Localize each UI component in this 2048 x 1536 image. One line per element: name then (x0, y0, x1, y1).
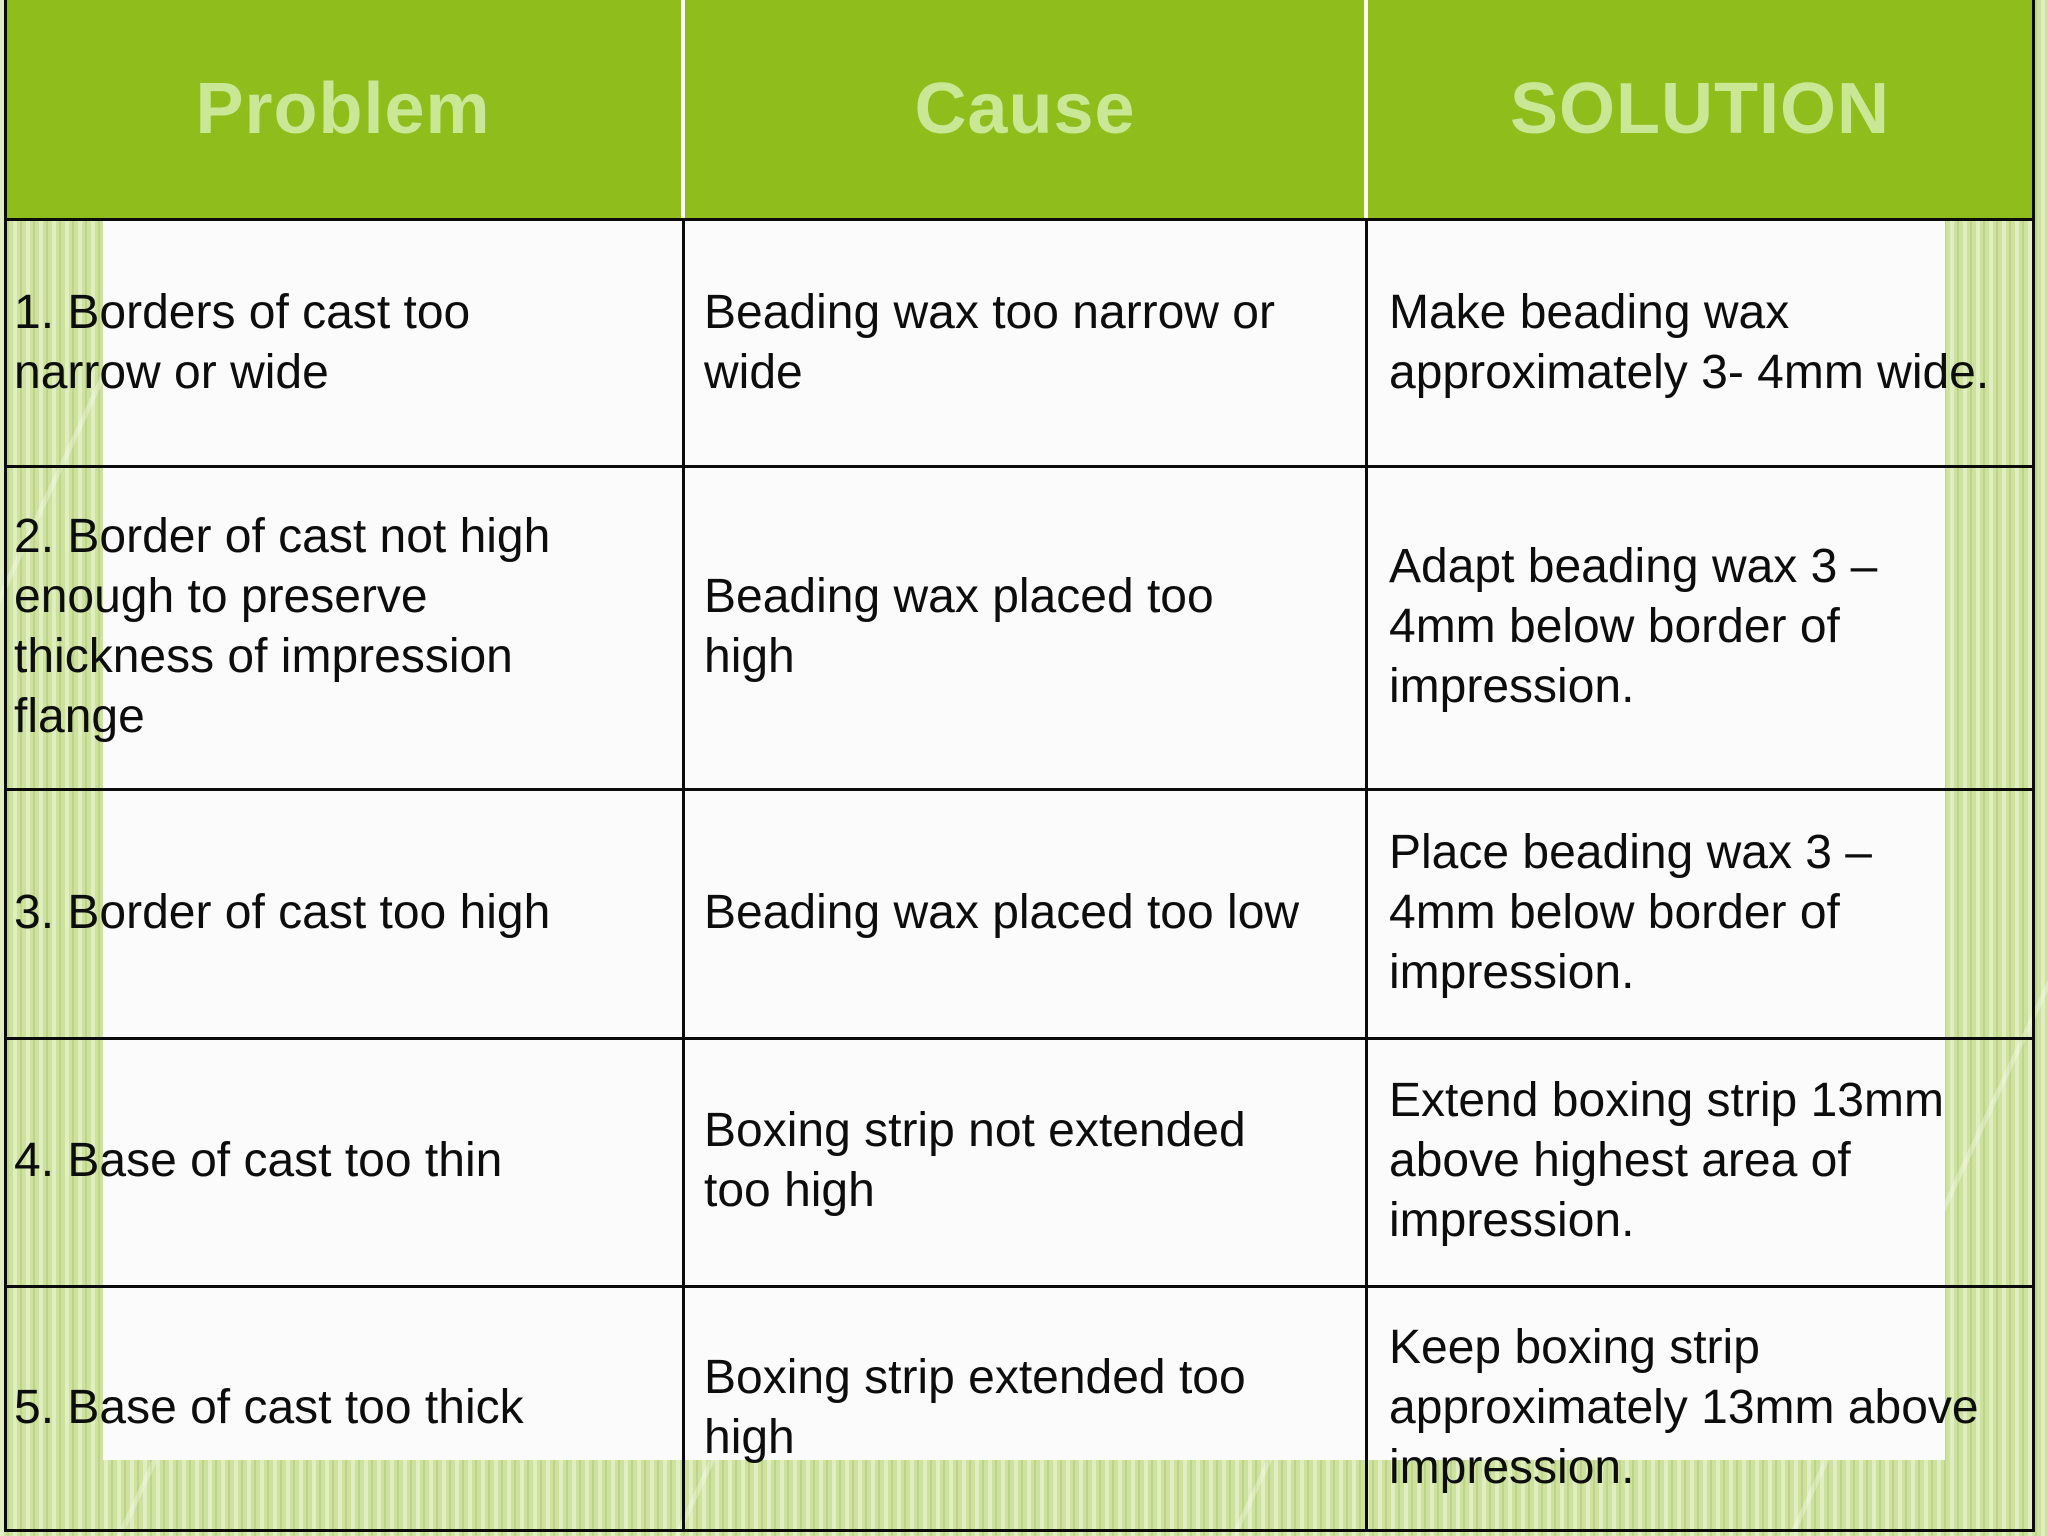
cell-problem-5: 5. Base of cast too thick (14, 1381, 524, 1434)
cell-solution-1: Make beading wax approximately 3- 4mm wi… (1389, 286, 1990, 399)
cell-solution-4: Extend boxing strip 13mm above highest a… (1389, 1074, 1944, 1247)
table-border-line (4, 0, 7, 1532)
table-border-line (682, 218, 685, 1532)
cell-cause-5: Boxing strip extended too high (704, 1351, 1246, 1464)
table-border-line (1365, 218, 1368, 1532)
cell-cause-2: Beading wax placed too high (704, 569, 1214, 683)
table-body-background (103, 221, 1945, 1460)
table-border-line (4, 1529, 2035, 1532)
table-header-bar (4, 0, 2035, 218)
column-header-solution: SOLUTION (1510, 69, 1890, 149)
cell-problem-4: 4. Base of cast too thin (14, 1134, 503, 1187)
cell-cause-1: Beading wax too narrow or wide (704, 286, 1275, 399)
cell-problem-3: 3. Border of cast too high (14, 885, 551, 939)
table-border-line (4, 788, 2035, 791)
table-border-line (4, 1037, 2035, 1040)
cell-cause-3: Beading wax placed too low (704, 885, 1300, 939)
cell-solution-5: Keep boxing strip approximately 13mm abo… (1389, 1321, 1979, 1494)
column-header-problem: Problem (195, 69, 491, 149)
table-border-line (4, 218, 2035, 221)
header-column-separator (681, 0, 685, 218)
cell-solution-3: Place beading wax 3 – 4mm below border o… (1389, 825, 1872, 999)
cell-solution-2: Adapt beading wax 3 – 4mm below border o… (1389, 539, 1878, 713)
table-border-line (2032, 0, 2035, 1532)
column-header-cause: Cause (914, 69, 1136, 149)
header-column-separator (1364, 0, 1368, 218)
cell-problem-1: 1. Borders of cast too narrow or wide (14, 286, 471, 399)
cell-cause-4: Boxing strip not extended too high (704, 1104, 1246, 1217)
cell-problem-2: 2. Border of cast not high enough to pre… (14, 509, 551, 743)
table-border-line (4, 465, 2035, 468)
table-border-line (4, 1285, 2035, 1288)
